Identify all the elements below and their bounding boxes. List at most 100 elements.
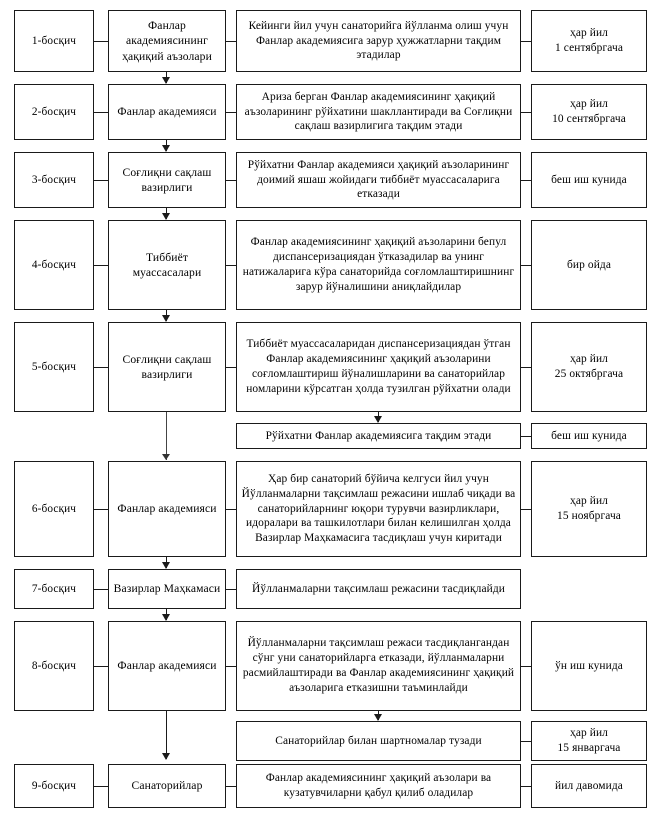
term-box-8: ўн иш кунида <box>531 621 647 711</box>
description-box-3: Рўйхатни Фанлар академияси ҳақиқий аъзол… <box>236 152 521 208</box>
description-label-5b: Рўйхатни Фанлар академиясига тақдим этад… <box>265 429 492 442</box>
term-box-9: йил давомида <box>531 764 647 808</box>
connector-stage-actor-6 <box>94 509 108 510</box>
description-label-8b: Санаторийлар билан шартномалар тузади <box>275 734 482 747</box>
connector-stage-actor-3 <box>94 180 108 181</box>
flow-arrow-head-8-sub <box>373 714 382 721</box>
connector-stage-actor-7 <box>94 589 108 590</box>
description-label-3: Рўйхатни Фанлар академияси ҳақиқий аъзол… <box>247 158 510 201</box>
stage-box-5: 5-босқич <box>14 322 94 412</box>
connector-desc-term-4 <box>521 265 531 266</box>
term-label-3: беш иш кунида <box>551 173 627 186</box>
connector-stage-actor-2 <box>94 112 108 113</box>
actor-box-1: Фанлар академиясининг ҳақиқий аъзолари <box>108 10 226 72</box>
stage-box-3: 3-босқич <box>14 152 94 208</box>
connector-stage-actor-9 <box>94 786 108 787</box>
description-box-8: Йўлланмаларни тақсимлаш режаси тасдиқлан… <box>236 621 521 711</box>
connector-desc-term-8b <box>521 741 531 742</box>
stage-label-5: 5-босқич <box>31 360 77 373</box>
flow-arrow-line-8-9 <box>166 711 167 759</box>
term-label-5b: беш иш кунида <box>551 429 627 442</box>
stage-box-6: 6-босқич <box>14 461 94 557</box>
stage-label-3: 3-босқич <box>31 173 77 186</box>
description-label-6: Ҳар бир санаторий бўйича келгуси йил учу… <box>241 472 516 545</box>
stage-label-7: 7-босқич <box>31 582 77 595</box>
connector-actor-desc-1 <box>226 41 236 42</box>
description-label-9: Фанлар академиясининг ҳақиқий аъзолари в… <box>265 772 492 799</box>
flow-arrow-head-4-5 <box>161 315 170 322</box>
flow-arrow-head-3-4 <box>161 213 170 220</box>
description-box-7: Йўлланмаларни тақсимлаш режасини тасдиқл… <box>236 569 521 609</box>
connector-actor-desc-3 <box>226 180 236 181</box>
connector-actor-desc-6 <box>226 509 236 510</box>
actor-box-8: Фанлар академияси <box>108 621 226 711</box>
actor-label-4: Тиббиёт муассасалари <box>132 250 202 279</box>
flow-arrow-head-6-7 <box>161 562 170 569</box>
term-box-5b: беш иш кунида <box>531 423 647 449</box>
flow-arrow-head-8-9 <box>161 753 170 760</box>
actor-box-6: Фанлар академияси <box>108 461 226 557</box>
term-label-4: бир ойда <box>567 258 611 271</box>
actor-box-5: Соғлиқни сақлаш вазирлиги <box>108 322 226 412</box>
actor-label-3: Соғлиқни сақлаш вазирлиги <box>122 165 212 194</box>
flow-arrow-head-7-8 <box>161 614 170 621</box>
actor-box-9: Санаторийлар <box>108 764 226 808</box>
connector-desc-term-1 <box>521 41 531 42</box>
connector-stage-actor-8 <box>94 666 108 667</box>
actor-box-2: Фанлар академияси <box>108 84 226 140</box>
stage-box-2: 2-босқич <box>14 84 94 140</box>
description-label-2: Ариза берган Фанлар академиясининг ҳақиқ… <box>244 90 513 133</box>
connector-stage-actor-5 <box>94 367 108 368</box>
stage-label-2: 2-босқич <box>31 105 77 118</box>
description-box-9: Фанлар академиясининг ҳақиқий аъзолари в… <box>236 764 521 808</box>
stage-box-1: 1-босқич <box>14 10 94 72</box>
description-box-1: Кейинги йил учун санаторийга йўлланма ол… <box>236 10 521 72</box>
connector-actor-desc-7 <box>226 589 236 590</box>
description-box-5b: Рўйхатни Фанлар академиясига тақдим этад… <box>236 423 521 449</box>
stage-label-1: 1-босқич <box>31 34 77 47</box>
actor-box-7: Вазирлар Маҳкамаси <box>108 569 226 609</box>
actor-label-8: Фанлар академияси <box>117 659 217 673</box>
connector-stage-actor-4 <box>94 265 108 266</box>
description-box-2: Ариза берган Фанлар академиясининг ҳақиқ… <box>236 84 521 140</box>
description-box-5: Тиббиёт муассасаларидан диспансеризацияд… <box>236 322 521 412</box>
flow-arrow-head-1-2 <box>161 77 170 84</box>
description-label-1: Кейинги йил учун санаторийга йўлланма ол… <box>248 19 509 62</box>
connector-actor-desc-4 <box>226 265 236 266</box>
connector-actor-desc-2 <box>226 112 236 113</box>
term-box-4: бир ойда <box>531 220 647 310</box>
actor-label-9: Санаторийлар <box>131 779 203 793</box>
term-label-9: йил давомида <box>555 779 623 792</box>
connector-desc-term-5b <box>521 436 531 437</box>
connector-actor-desc-8 <box>226 666 236 667</box>
actor-box-4: Тиббиёт муассасалари <box>108 220 226 310</box>
actor-label-7: Вазирлар Маҳкамаси <box>113 582 221 596</box>
stage-box-9: 9-босқич <box>14 764 94 808</box>
description-box-8b: Санаторийлар билан шартномалар тузади <box>236 721 521 761</box>
flow-arrow-head-5-6 <box>162 454 170 460</box>
connector-actor-desc-5 <box>226 367 236 368</box>
flow-arrow-line-5-6 <box>166 412 167 460</box>
actor-label-5: Соғлиқни сақлаш вазирлиги <box>122 352 212 381</box>
stage-box-4: 4-босқич <box>14 220 94 310</box>
flow-arrow-head-5-sub <box>373 416 382 423</box>
stage-label-8: 8-босқич <box>31 659 77 672</box>
connector-desc-term-9 <box>521 786 531 787</box>
description-box-4: Фанлар академиясининг ҳақиқий аъзоларини… <box>236 220 521 310</box>
actor-label-6: Фанлар академияси <box>117 502 217 516</box>
stage-box-7: 7-босқич <box>14 569 94 609</box>
actor-label-1: Фанлар академиясининг ҳақиқий аъзолари <box>122 19 212 63</box>
connector-actor-desc-9 <box>226 786 236 787</box>
stage-box-8: 8-босқич <box>14 621 94 711</box>
stage-label-6: 6-босқич <box>31 502 77 515</box>
description-label-8: Йўлланмаларни тақсимлаш режаси тасдиқлан… <box>242 637 515 694</box>
